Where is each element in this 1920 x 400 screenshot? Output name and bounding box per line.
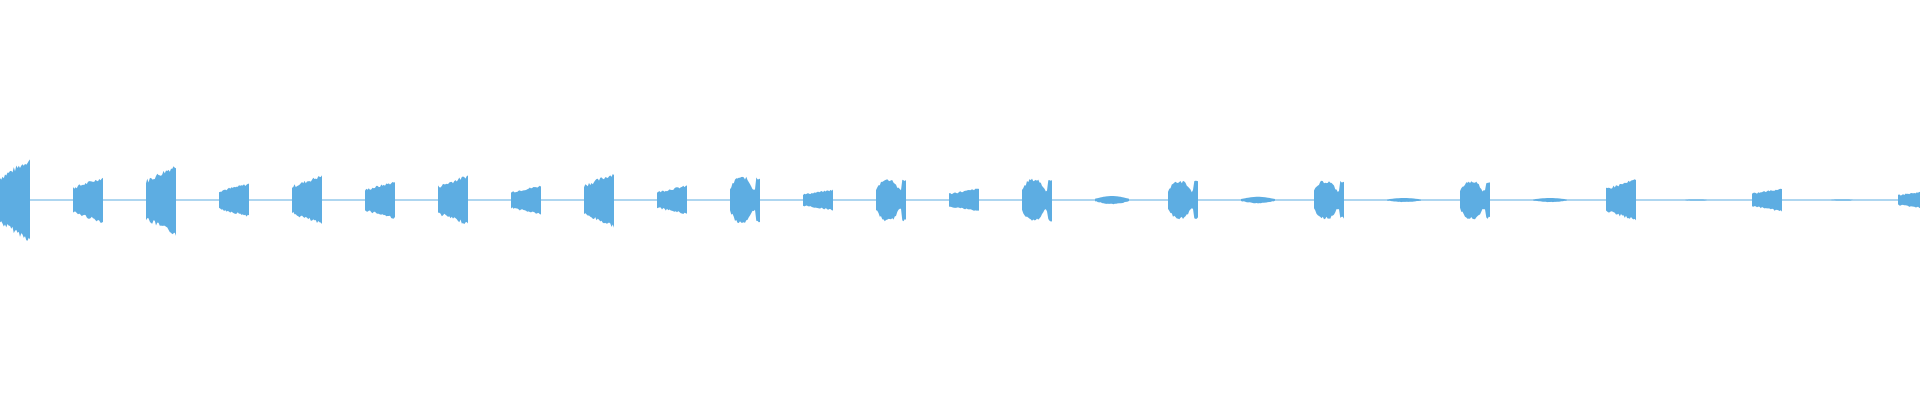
- waveform-segment: [1168, 180, 1198, 220]
- waveform-segment: [803, 189, 833, 211]
- waveform-segment: [365, 182, 395, 219]
- waveform-segment: [73, 177, 103, 223]
- waveform-segment: [1679, 199, 1713, 201]
- waveform-segment: [219, 183, 249, 217]
- waveform-segment: [0, 159, 30, 241]
- waveform-segment: [1606, 179, 1636, 221]
- waveform-segment: [1241, 196, 1275, 204]
- waveform-segment: [438, 175, 468, 225]
- waveform-segment: [1825, 199, 1859, 201]
- waveform-segment: [657, 185, 687, 214]
- waveform-segment: [1022, 178, 1052, 222]
- waveform-segment: [511, 185, 541, 215]
- waveform-segment: [876, 179, 906, 222]
- waveform-segment: [1898, 191, 1920, 208]
- waveform-segment: [1314, 180, 1344, 220]
- waveform-segment: [1752, 188, 1782, 212]
- waveform-segment: [1533, 198, 1567, 203]
- waveform-segments: [0, 159, 1920, 241]
- waveform-segment: [730, 176, 760, 223]
- waveform-segment: [584, 174, 614, 228]
- waveform-segment: [1095, 196, 1129, 205]
- waveform-segment: [146, 166, 176, 236]
- waveform-segment: [1460, 181, 1490, 220]
- waveform-segment: [292, 175, 322, 224]
- waveform-segment: [1387, 198, 1421, 203]
- waveform-segment: [949, 188, 979, 211]
